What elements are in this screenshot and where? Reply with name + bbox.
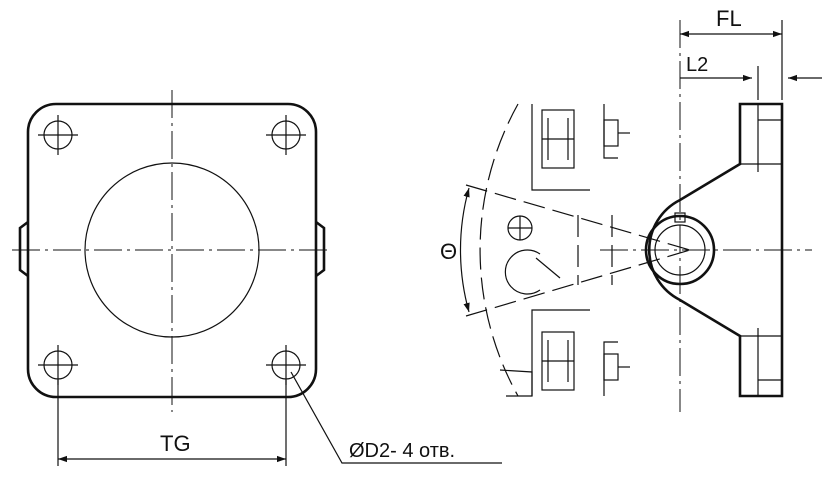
rotation-symbol: [504, 215, 561, 295]
front-view: TG ØD2- 4 отв.: [12, 90, 502, 466]
fl-label: FL: [716, 6, 742, 31]
left-tab: [18, 220, 29, 278]
l2-label: L2: [686, 54, 708, 76]
angle-ray-top: [465, 184, 691, 251]
key-slot: [674, 212, 686, 223]
mounting-hole: [38, 115, 78, 155]
tg-label: TG: [160, 431, 191, 456]
side-view: Θ: [440, 6, 822, 412]
right-tab: [315, 220, 326, 278]
lower-nut-assembly: [499, 309, 630, 397]
mounting-hole: [266, 345, 306, 385]
mounting-hole: [38, 345, 78, 385]
theta-label: Θ: [440, 239, 457, 264]
angle-ray-bottom: [465, 249, 691, 317]
hole-leader: [290, 371, 502, 464]
swing-arc: [479, 103, 519, 397]
mounting-hole: [266, 115, 306, 155]
upper-nut-assembly: [531, 104, 630, 191]
bracket-body: [647, 102, 784, 398]
theta-dimension-arc: [459, 187, 470, 313]
hole-callout-label: ØD2- 4 отв.: [349, 440, 455, 462]
